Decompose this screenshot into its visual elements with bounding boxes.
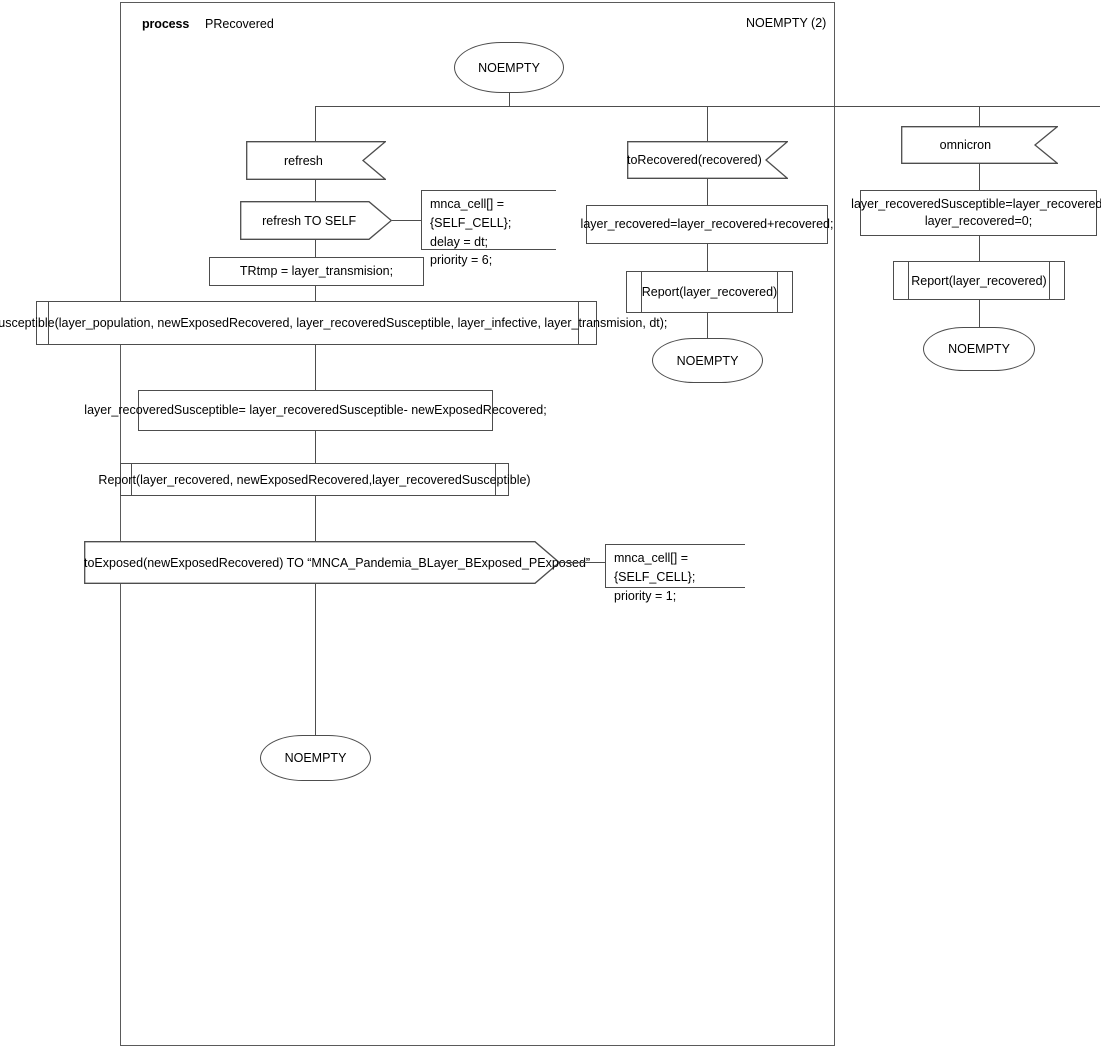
task-update-recovered-susceptible[interactable]: layer_recoveredSusceptible= layer_recove… — [84, 390, 547, 431]
task-label: layer_recovered=layer_recovered+recovere… — [580, 217, 834, 232]
output-refresh-to-self[interactable]: refresh TO SELF — [240, 201, 392, 240]
input-torecovered[interactable]: toRecovered(recovered) — [627, 141, 788, 179]
comment-stub-refresh-self — [392, 220, 421, 221]
end-state-noempty-omnicron[interactable]: NOEMPTY — [923, 327, 1035, 371]
connector-report-to-endstate-right — [979, 300, 980, 327]
process-frame — [120, 2, 835, 1046]
end-state-noempty-refresh[interactable]: NOEMPTY — [260, 735, 371, 781]
connector-report-to-toexposed — [315, 496, 316, 541]
procedure-label: Report(layer_recovered) — [911, 273, 1047, 288]
input-shape-outline — [246, 141, 386, 180]
connector-torecovered-to-task — [707, 179, 708, 205]
output-shape-outline — [240, 201, 392, 240]
input-label: omnicron — [939, 138, 992, 152]
task-label: layer_recoveredSusceptible=layer_recover… — [851, 197, 1101, 228]
connector-report-to-endstate-mid — [707, 313, 708, 338]
input-shape-outline — [901, 126, 1058, 164]
connector-task-to-report-right — [979, 236, 980, 261]
connector-bus-to-torecovered — [707, 106, 708, 141]
state-label: NOEMPTY — [948, 342, 1010, 356]
process-name: PRecovered — [205, 17, 274, 31]
output-label: refresh TO SELF — [262, 213, 357, 228]
procedure-label: Report(layer_recovered, newExposedRecove… — [98, 472, 531, 487]
start-state-noempty[interactable]: NOEMPTY — [454, 42, 564, 93]
state-label: NOEMPTY — [478, 60, 540, 75]
procedure-label: numSusceptible(layer_population, newExpo… — [0, 316, 668, 330]
procedure-report-recovered-mid[interactable]: Report(layer_recovered) — [626, 271, 793, 313]
input-refresh[interactable]: refresh — [246, 141, 386, 180]
procedure-numsusceptible[interactable]: numSusceptible(layer_population, newExpo… — [0, 301, 667, 345]
connector-trtmp-to-numsusceptible — [315, 286, 316, 301]
connector-omnicron-to-task — [979, 164, 980, 190]
connector-task-to-report-mid — [707, 244, 708, 271]
connector-numsusceptible-to-task2 — [315, 345, 316, 390]
input-label: refresh — [283, 153, 323, 168]
input-label: toRecovered(recovered) — [627, 153, 762, 167]
input-omnicron[interactable]: omnicron — [901, 126, 1058, 164]
input-shape-outline — [627, 141, 788, 179]
noempty-count-label: NOEMPTY (2) — [746, 16, 827, 30]
comment-refresh-self: mnca_cell[] = {SELF_CELL}; delay = dt; p… — [421, 190, 556, 267]
comment-stub-toexposed — [560, 562, 605, 563]
connector-bus-to-omnicron — [979, 106, 980, 126]
connector-task2-to-report — [315, 431, 316, 463]
procedure-label: Report(layer_recovered) — [641, 285, 778, 299]
procedure-report-exposed[interactable]: Report(layer_recovered, newExposedRecove… — [98, 463, 531, 496]
task-accumulate-recovered[interactable]: layer_recovered=layer_recovered+recovere… — [581, 205, 833, 244]
end-state-noempty-torecovered[interactable]: NOEMPTY — [652, 338, 763, 383]
comment-toexposed: mnca_cell[] = {SELF_CELL}; priority = 1; — [605, 544, 745, 603]
connector-refresh-to-refreshself — [315, 180, 316, 201]
output-label: toExposed(newExposedRecovered) TO “MNCA_… — [84, 555, 591, 570]
connector-bus-to-refresh — [315, 106, 316, 141]
task-trtmp[interactable]: TRtmp = layer_transmision; — [209, 257, 424, 286]
procedure-report-recovered-right[interactable]: Report(layer_recovered) — [893, 261, 1065, 300]
state-label: NOEMPTY — [676, 353, 739, 368]
task-label: TRtmp = layer_transmision; — [239, 264, 394, 279]
connector-refreshself-to-trtmp — [315, 240, 316, 257]
task-reset-recovered[interactable]: layer_recoveredSusceptible=layer_recover… — [851, 190, 1101, 236]
connector-start-to-bus — [509, 92, 510, 107]
state-label: NOEMPTY — [284, 751, 347, 765]
connector-toexposed-to-endstate — [315, 584, 316, 735]
output-toexposed[interactable]: toExposed(newExposedRecovered) TO “MNCA_… — [84, 541, 591, 584]
task-label: layer_recoveredSusceptible= layer_recove… — [84, 403, 547, 418]
output-shape-outline — [84, 541, 560, 584]
process-keyword: process — [142, 17, 190, 31]
